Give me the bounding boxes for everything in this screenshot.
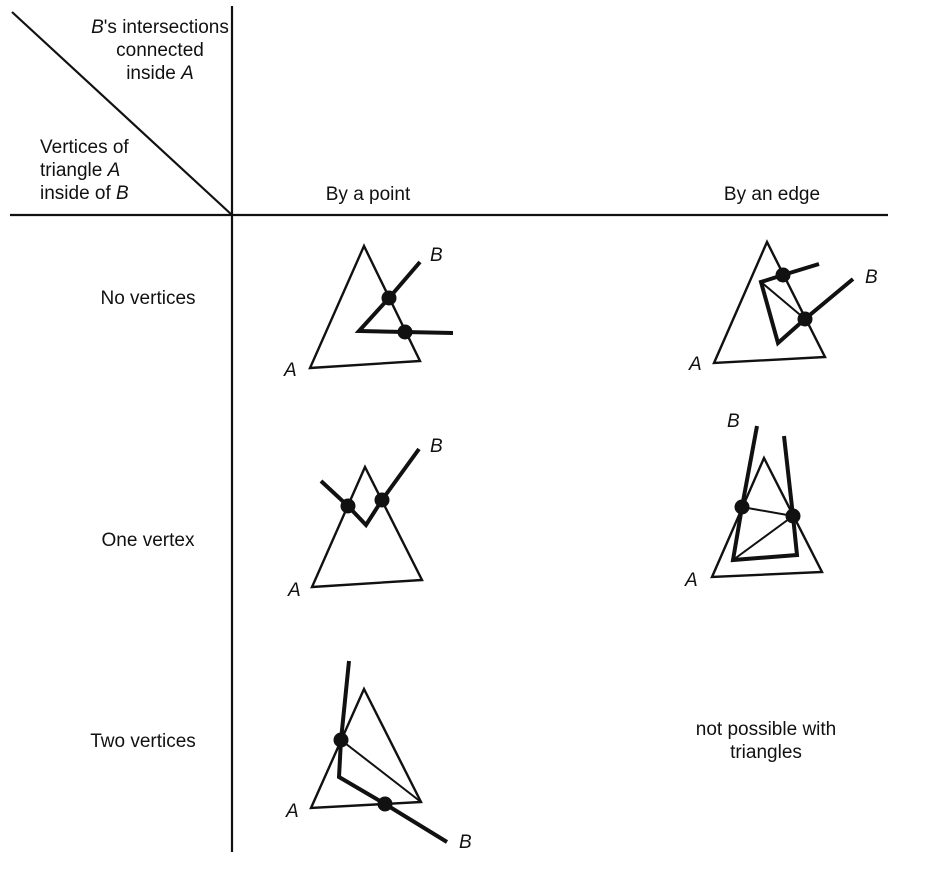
row-header-two-vertices: Two vertices: [90, 731, 196, 752]
column-header-by-edge: By an edge: [723, 184, 821, 205]
label-b: B: [865, 267, 878, 288]
intersection-point: [785, 508, 801, 524]
corner-column-header-line: inside: [126, 63, 182, 84]
variable-a: A: [181, 63, 194, 84]
corner-row-header-line: Vertices of: [40, 137, 129, 158]
intersection-point: [797, 311, 813, 327]
intersection-point: [381, 290, 397, 306]
corner-row-header: Vertices of triangle A inside of B: [40, 136, 129, 205]
label-b: B: [430, 245, 443, 266]
intersection-point: [734, 499, 750, 515]
corner-diagonal-line: [11, 11, 233, 216]
row-header-no-vertices: No vertices: [100, 288, 196, 309]
label-b: B: [459, 832, 472, 853]
variable-b: B: [116, 183, 129, 204]
label-a: A: [288, 580, 301, 601]
intersection-point: [374, 492, 390, 508]
variable-a: A: [107, 160, 121, 181]
variable-b: B: [91, 17, 104, 38]
label-b: B: [430, 436, 443, 457]
polygon-b: [354, 260, 454, 335]
corner-row-header-line: inside of: [40, 183, 117, 204]
intersection-point: [377, 796, 393, 812]
triangle-a: [309, 686, 423, 810]
triangle-a: [712, 239, 827, 365]
figure-one-vertex-by-point: [310, 447, 424, 589]
intersection-point: [775, 267, 791, 283]
label-a: A: [284, 360, 297, 381]
intersection-point: [333, 732, 349, 748]
polygon-b: [730, 425, 800, 563]
polygon-b: [758, 262, 855, 347]
not-possible-note-line: triangles: [730, 742, 802, 763]
figure-two-vertices-by-point: [309, 660, 449, 844]
connecting-edge: [732, 515, 794, 561]
figure-no-vertices-by-point: [308, 243, 454, 370]
connecting-edge: [760, 281, 806, 320]
label-a: A: [685, 570, 698, 591]
figure-one-vertex-by-edge: [710, 425, 824, 579]
connecting-edge: [741, 506, 794, 517]
label-b: B: [727, 411, 740, 432]
polygon-b: [336, 660, 449, 844]
column-header-by-point: By a point: [325, 184, 411, 205]
polygon-b: [319, 447, 421, 529]
corner-column-header: B's intersections connected inside A: [40, 16, 280, 85]
connecting-edge: [340, 739, 422, 803]
figure-no-vertices-by-edge: [712, 239, 855, 365]
not-possible-note-line: not possible with: [695, 719, 837, 740]
intersection-point: [397, 324, 413, 340]
triangle-a: [308, 243, 422, 370]
triangle-a: [310, 464, 424, 589]
label-a: A: [689, 354, 702, 375]
row-header-one-vertex: One vertex: [101, 530, 195, 551]
label-a: A: [286, 801, 299, 822]
corner-column-header-line: connected: [116, 40, 204, 61]
corner-row-header-line: triangle: [40, 160, 108, 181]
intersection-point: [340, 498, 356, 514]
corner-column-header-line: 's intersections: [103, 17, 229, 38]
not-possible-note: not possible with triangles: [666, 718, 866, 764]
